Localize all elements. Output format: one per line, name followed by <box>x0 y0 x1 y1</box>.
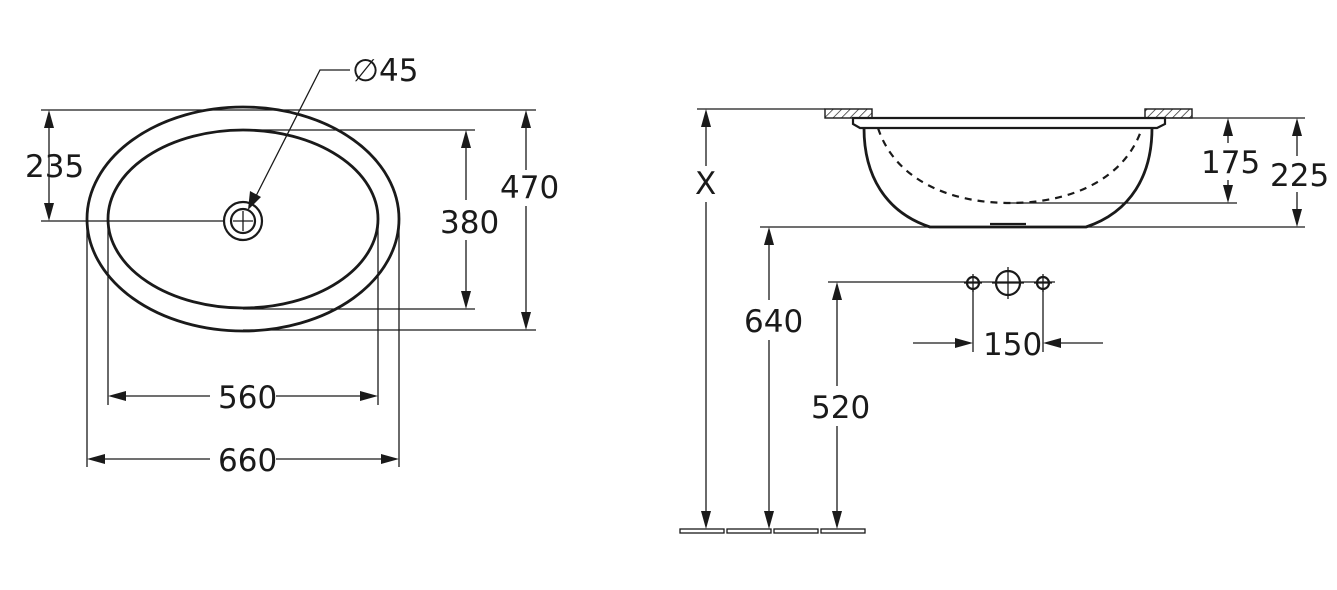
drain-diameter-label: ∅45 <box>352 53 418 89</box>
dimension-380 <box>461 130 471 309</box>
bowl-bottom-height-label: 640 <box>744 304 803 340</box>
inner-width-label: 380 <box>440 205 499 241</box>
tap-hole-left-icon <box>964 274 982 292</box>
dimension-235 <box>44 110 54 221</box>
dimension-175 <box>1223 118 1233 203</box>
top-view-extension-lines <box>41 109 536 467</box>
drain-icon <box>222 200 264 242</box>
countertop-left <box>824 108 873 119</box>
floor-line <box>679 528 866 534</box>
tap-hole-right-icon <box>1034 274 1052 292</box>
outer-length-label: 660 <box>218 443 277 479</box>
drain-diameter-leader <box>248 69 350 210</box>
dimension-470 <box>521 110 531 330</box>
countertop-right <box>1144 108 1193 119</box>
depth-to-drain-label: 235 <box>25 149 84 185</box>
dimension-x <box>701 109 711 529</box>
tap-height-label: 520 <box>811 390 870 426</box>
outer-width-label: 470 <box>500 170 559 206</box>
inner-bowl-dashed <box>876 127 1144 205</box>
side-view: 150 X 640 520 <box>679 108 1329 534</box>
tap-spacing-label: 150 <box>983 327 1042 363</box>
dimension-660 <box>87 454 399 464</box>
dimension-225 <box>1292 118 1302 227</box>
dimension-560 <box>108 391 378 401</box>
basin-body <box>862 127 1154 229</box>
dimension-150 <box>913 338 1103 348</box>
side-view-extension-lines <box>697 108 1305 352</box>
inner-depth-label: 175 <box>1201 145 1260 181</box>
dimension-520 <box>832 282 842 529</box>
height-label: X <box>695 166 716 202</box>
outer-depth-label: 225 <box>1270 158 1329 194</box>
inner-length-label: 560 <box>218 380 277 416</box>
tap-hole-center-icon <box>992 267 1024 299</box>
top-view: ∅45 235 380 <box>25 53 559 479</box>
dimension-640 <box>764 227 774 529</box>
basin-flange <box>851 116 1167 130</box>
